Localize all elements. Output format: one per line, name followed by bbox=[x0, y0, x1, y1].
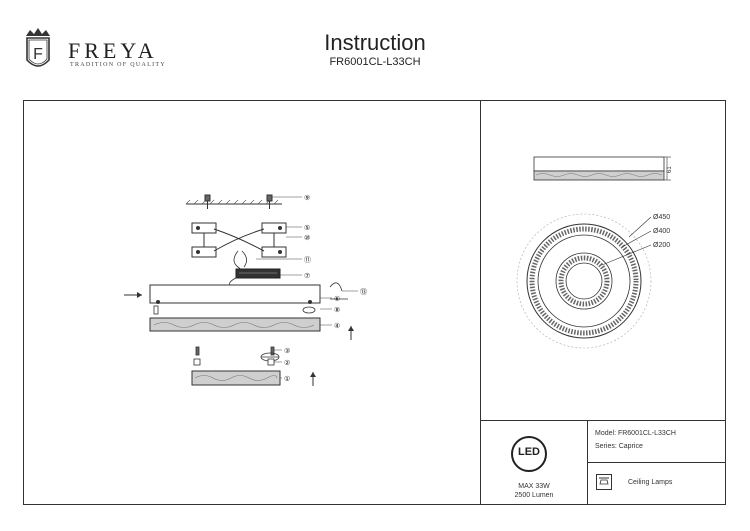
ceiling-lamp-glyph bbox=[599, 477, 609, 485]
frame-divider-vertical bbox=[480, 100, 481, 505]
mounting-bracket bbox=[191, 222, 287, 258]
middle-diameter: Ø400 bbox=[653, 228, 670, 235]
callout-11: ⑪ bbox=[304, 256, 311, 264]
diffuser-ring-lower bbox=[191, 370, 316, 386]
spec-divider-horizontal bbox=[587, 462, 726, 463]
dimension-drawings: 61 Ø450 Ø400 Ø200 bbox=[516, 156, 673, 349]
diffuser-ring-upper bbox=[149, 305, 354, 340]
callout-2: ② bbox=[284, 359, 290, 367]
ceiling-lamp-icon bbox=[596, 474, 612, 490]
callout-leaders bbox=[256, 196, 358, 379]
freya-crest-logo: F bbox=[26, 28, 50, 67]
led-badge-icon bbox=[511, 436, 547, 472]
inner-diameter: Ø200 bbox=[653, 242, 670, 249]
brand-tagline: TRADITION OF QUALITY bbox=[70, 62, 166, 68]
callout-4: ④ bbox=[334, 322, 340, 330]
callout-5: ⑤ bbox=[304, 224, 310, 232]
frame-divider-horizontal bbox=[480, 420, 726, 421]
led-driver bbox=[235, 268, 281, 279]
assembly-diagram: ⑨ ⑤ ⑩ ⑪ ⑦ ⑥ ⑧ ④ ⑬ ③ ② ① bbox=[124, 194, 367, 386]
brand-name: FREYA bbox=[68, 38, 158, 63]
callout-10: ⑩ bbox=[304, 234, 310, 242]
model-heading: FR6001CL-L33CH bbox=[329, 56, 421, 68]
callout-3: ③ bbox=[284, 347, 290, 355]
drawing-frame bbox=[23, 100, 726, 505]
callout-9: ⑨ bbox=[304, 194, 310, 202]
power-rating: MAX 33W bbox=[518, 483, 550, 490]
page-title: Instruction bbox=[324, 30, 426, 55]
led-badge-text: LED bbox=[518, 446, 540, 458]
ceiling-surface bbox=[185, 199, 282, 205]
lamp-type-label: Ceiling Lamps bbox=[628, 479, 673, 486]
lumen-rating: 2500 Lumen bbox=[514, 492, 554, 499]
callout-7: ⑦ bbox=[304, 272, 310, 280]
top-view: Ø450 Ø400 Ø200 bbox=[516, 213, 670, 349]
callout-1: ① bbox=[284, 375, 290, 383]
side-view: 61 bbox=[533, 156, 673, 181]
callout-6: ⑥ bbox=[334, 295, 340, 303]
series-line: Series: Caprice bbox=[595, 443, 643, 450]
base-plate bbox=[124, 282, 348, 304]
svg-text:F: F bbox=[33, 46, 43, 63]
outer-diameter: Ø450 bbox=[653, 214, 670, 221]
callout-8: ⑧ bbox=[334, 306, 340, 314]
fixing-parts bbox=[193, 346, 280, 366]
callout-labels: ⑨ ⑤ ⑩ ⑪ ⑦ ⑥ ⑧ ④ ⑬ ③ ② ① bbox=[284, 194, 367, 383]
height-dimension: 61 bbox=[667, 166, 673, 173]
ceiling-screws bbox=[204, 194, 273, 209]
callout-13: ⑬ bbox=[360, 288, 367, 296]
model-line: Model: FR6001CL-L33CH bbox=[595, 430, 676, 437]
